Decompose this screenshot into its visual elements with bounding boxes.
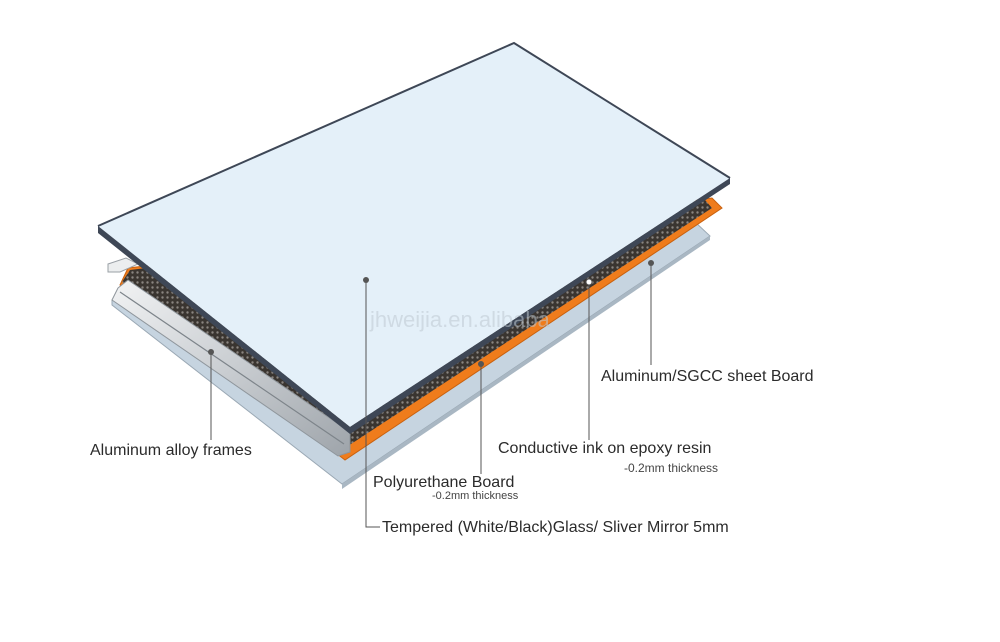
leader-glass [365, 280, 380, 528]
label-aluminum-frames: Aluminum alloy frames [90, 442, 252, 459]
label-conductive-ink-thickness: -0.2mm thickness [624, 461, 719, 475]
aluminum-sheet-edge [342, 236, 710, 489]
label-aluminum-sheet: Aluminum/SGCC sheet Board [601, 368, 814, 385]
tempered-glass-outline [97, 41, 731, 227]
tempered-glass-panel [98, 43, 730, 427]
label-conductive-ink: Conductive ink on epoxy resin [498, 440, 712, 457]
dot-glass [363, 277, 369, 283]
aluminum-frame-groove [119, 291, 345, 445]
dot-conductive-ink [585, 278, 593, 286]
label-tempered-glass: Tempered (White/Black)Glass/ Sliver Mirr… [382, 519, 729, 536]
leader-lines [210, 263, 652, 528]
dot-aluminum-sheet [648, 260, 654, 266]
label-polyurethane-thickness: -0.2mm thickness [432, 490, 519, 502]
aluminum-frame-end-cap [107, 257, 140, 273]
watermark: jhweijia.en.alibaba [370, 307, 550, 332]
label-polyurethane: Polyurethane Board [373, 474, 515, 491]
leader-dots [208, 260, 654, 367]
dot-aluminum-frames [208, 349, 214, 355]
dot-polyurethane [478, 361, 484, 367]
